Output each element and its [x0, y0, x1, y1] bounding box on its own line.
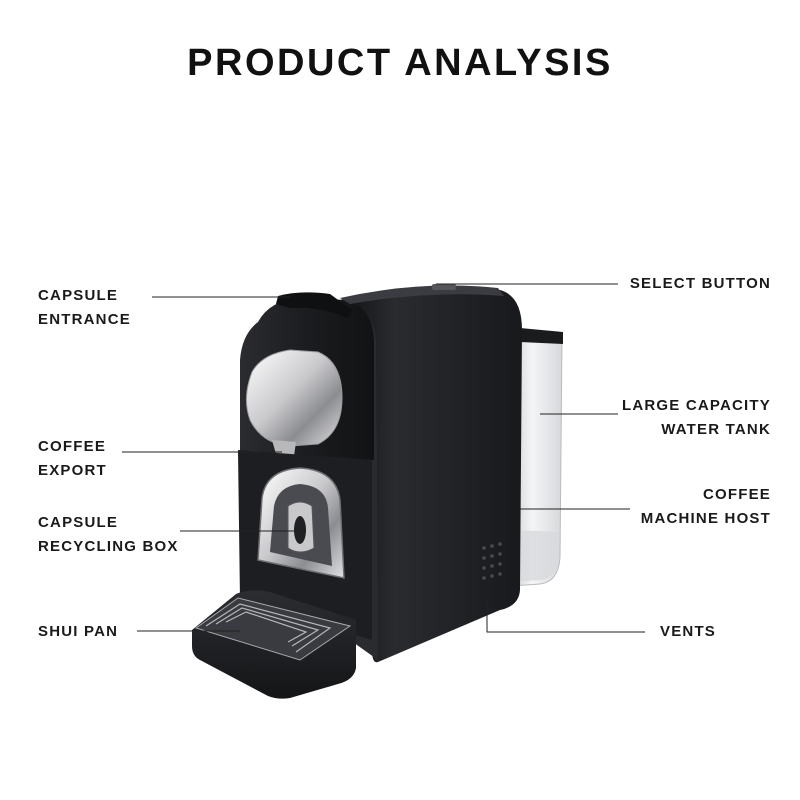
- label-water-tank: LARGE CAPACITY WATER TANK: [622, 394, 771, 442]
- label-line: WATER TANK: [661, 421, 771, 438]
- label-line: ENTRANCE: [38, 311, 131, 328]
- leader-lines: [122, 283, 645, 633]
- drip-tray-grate: [194, 597, 352, 661]
- label-vents: VENTS: [660, 620, 716, 644]
- select-button: [432, 284, 456, 290]
- label-shui-pan: SHUI PAN: [38, 620, 118, 644]
- label-coffee-export: COFFEE EXPORT: [38, 435, 107, 483]
- label-machine-host: COFFEE MACHINE HOST: [641, 483, 771, 531]
- label-line: COFFEE: [702, 486, 771, 503]
- water-tank-level: [512, 530, 559, 582]
- leader-vents: [486, 600, 645, 633]
- label-line: MACHINE HOST: [640, 510, 771, 527]
- label-line: COFFEE: [38, 438, 107, 455]
- label-capsule-recycling-box: CAPSULE RECYCLING BOX: [38, 511, 179, 559]
- label-line: VENTS: [660, 623, 717, 640]
- label-capsule-entrance: CAPSULE ENTRANCE: [38, 284, 131, 332]
- label-line: EXPORT: [38, 462, 107, 479]
- label-line: SELECT BUTTON: [629, 275, 771, 292]
- label-line: CAPSULE: [38, 287, 119, 304]
- drip-tray-grate-lines: [205, 603, 332, 653]
- machine-top: [340, 285, 504, 304]
- label-line: LARGE CAPACITY: [621, 397, 771, 414]
- label-select-button: SELECT BUTTON: [630, 272, 771, 296]
- water-tank-lid: [520, 328, 563, 344]
- capsule-chrome-knob: [246, 349, 343, 447]
- label-line: SHUI PAN: [38, 623, 119, 640]
- drip-hole: [294, 516, 306, 544]
- page-title: PRODUCT ANALYSIS: [187, 42, 613, 84]
- machine-body-side: [340, 287, 522, 663]
- label-line: RECYCLING BOX: [38, 538, 179, 555]
- capsule-entrance-lever: [276, 292, 352, 318]
- vents-grid: [482, 542, 502, 580]
- water-tank: [511, 331, 563, 587]
- label-line: CAPSULE: [38, 514, 119, 531]
